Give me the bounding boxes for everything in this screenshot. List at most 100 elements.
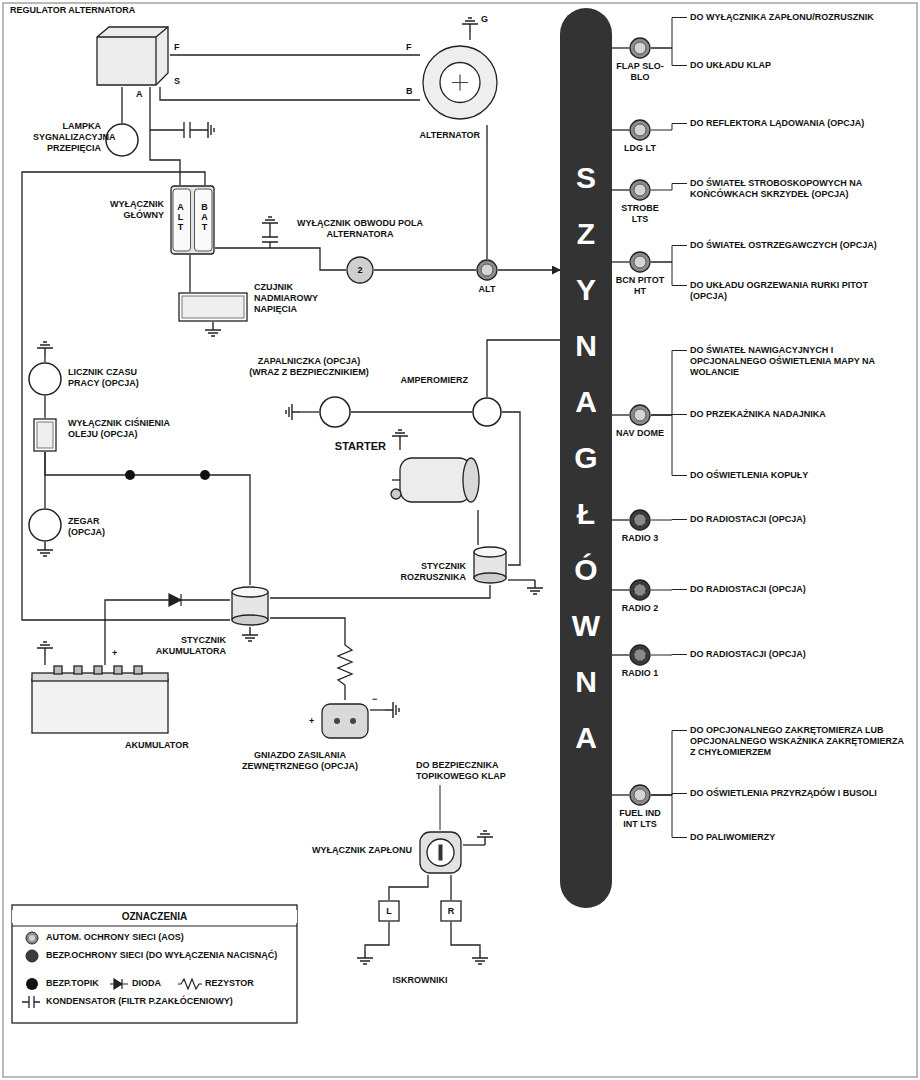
circuit-breaker: STROBE LTS xyxy=(629,179,651,201)
group-label: ISKROWNIKI xyxy=(370,975,470,986)
master-switch: WYŁĄCZNIK GŁÓWNYALTBAT xyxy=(170,185,215,255)
legend-capacitor-symbol xyxy=(22,996,40,1008)
inner-label: 2 xyxy=(357,265,362,276)
ground-symbol xyxy=(472,950,488,964)
circuit-breaker: ALT xyxy=(476,259,498,281)
legend-text: BEZP.TOPIK xyxy=(46,978,106,989)
ground-symbol xyxy=(392,430,408,444)
ammeter: AMPEROMIERZ xyxy=(472,397,502,427)
component-label: RADIO 3 xyxy=(612,533,668,544)
wire xyxy=(121,87,122,123)
terminal-letter: F xyxy=(174,42,184,53)
leader-line xyxy=(651,124,687,131)
component-label: GNIAZDO ZASILANIA ZEWNĘTRZNEGO (OPCJA) xyxy=(225,750,375,772)
legend-text: REZYSTOR xyxy=(205,978,285,989)
component-label: LDG LT xyxy=(612,143,668,154)
wire xyxy=(270,618,345,700)
legend-box xyxy=(12,905,297,1023)
destination-note: DO OŚWIETLENIA PRZYRZĄDÓW I BUSOLI xyxy=(690,788,905,799)
alternator: ALTERNATOR xyxy=(420,40,500,125)
ground-symbol xyxy=(462,18,478,32)
inner-label: BAT xyxy=(200,203,209,233)
circuit-breaker: RADIO 1 xyxy=(629,644,651,666)
aosD-symbol xyxy=(629,509,651,531)
circ-symbol xyxy=(319,396,351,428)
destination-note: DO RADIOSTACJI (OPCJA) xyxy=(690,584,905,595)
component-label: ALTERNATOR xyxy=(390,130,480,141)
component-label: AKUMULATOR xyxy=(125,740,205,751)
component-label: LICZNIK CZASU PRACY (OPCJA) xyxy=(68,367,163,389)
wire xyxy=(22,172,230,620)
legend-breaker-symbol xyxy=(26,932,38,944)
component-label: STARTER xyxy=(328,440,386,453)
destination-note: DO OŚWIETLENIA KOPUŁY xyxy=(690,470,905,481)
ground-symbol xyxy=(37,542,53,556)
leader-line xyxy=(651,351,687,416)
component-label: CZUJNIK NADMIAROWY NAPIĘCIA xyxy=(254,282,334,315)
wire xyxy=(612,654,629,655)
destination-note: DO REFLEKTORA LĄDOWANIA (OPCJA) xyxy=(690,118,905,129)
ground-wire xyxy=(44,356,45,362)
terminal-letter: S xyxy=(174,76,184,87)
ground-wire xyxy=(463,844,485,845)
rect-symbol xyxy=(33,418,57,452)
battery-contactor: STYCZNIK AKUMULATORA xyxy=(230,585,270,627)
component-label: FUEL IND INT LTS xyxy=(612,808,668,830)
wire xyxy=(486,125,487,259)
component-label: AMPEROMIERZ xyxy=(388,375,468,386)
circ-symbol xyxy=(472,397,502,427)
aos-symbol xyxy=(629,119,651,141)
page-frame xyxy=(3,3,917,1077)
wire xyxy=(389,875,428,900)
circuit-breaker: FUEL IND INT LTS xyxy=(629,784,651,806)
legend-breaker-symbol xyxy=(26,950,38,962)
wire xyxy=(160,87,420,100)
wire xyxy=(44,396,45,418)
main-bus: SZYNA GŁÓWNA xyxy=(560,8,612,908)
legend-breaker-symbol xyxy=(29,935,35,941)
regulator-box: REGULATOR ALTERNATORA xyxy=(95,25,170,87)
ground-symbol xyxy=(200,122,214,138)
rect-symbol xyxy=(178,292,248,322)
component-label: FLAP SLO-BLO xyxy=(612,61,668,83)
ground-symbol xyxy=(37,342,53,356)
leader-line xyxy=(651,184,687,191)
wire xyxy=(351,411,472,412)
leader-line xyxy=(651,654,687,656)
ignition-switch: WYŁĄCZNIK ZAPŁONU xyxy=(418,830,463,875)
diode-symbol xyxy=(169,594,181,606)
ground-wire xyxy=(469,32,470,40)
fuse-symbol xyxy=(125,470,135,480)
destination-note: DO RADIOSTACJI (OPCJA) xyxy=(690,514,905,525)
legend-diode-symbol xyxy=(110,979,128,989)
cyl-symbol xyxy=(230,585,270,627)
circuit-breaker: BCN PITOT HT xyxy=(629,251,651,273)
destination-note: DO BEZPIECZNIKA TOPIKOWEGO KLAP xyxy=(416,760,516,782)
component-label: LAMPKA SYGNALIZACYJNA PRZEPIĘCIA xyxy=(33,121,101,154)
wire xyxy=(612,129,629,130)
leader-line xyxy=(651,18,687,49)
circuit-breaker: RADIO 3 xyxy=(629,509,651,531)
hour-meter: LICZNIK CZASU PRACY (OPCJA) xyxy=(28,362,62,396)
component-label: WYŁĄCZNIK CIŚNIENIA OLEJU (OPCJA) xyxy=(68,418,173,440)
magneto: R xyxy=(440,900,462,922)
polarity-sign: + xyxy=(309,716,319,727)
component-label: BCN PITOT HT xyxy=(612,275,668,297)
aosD-symbol xyxy=(629,579,651,601)
component-label: ZAPALNICZKA (OPCJA) (WRAZ Z BEZPIECZNIKI… xyxy=(244,356,374,378)
wire xyxy=(612,794,629,795)
bus-title: SZYNA GŁÓWNA xyxy=(571,150,601,766)
cyl-symbol xyxy=(472,545,508,585)
leader-line xyxy=(651,246,687,263)
wire xyxy=(612,589,629,590)
aos-symbol xyxy=(476,259,498,281)
destination-note: DO OPCJONALNEGO ZAKRĘTOMIERZA LUB OPCJON… xyxy=(690,725,905,758)
ground-symbol xyxy=(262,217,278,231)
destination-note: DO ŚWIATEŁ OSTRZEGAWCZYCH (OPCJA) xyxy=(690,240,905,251)
circ-symbol xyxy=(105,123,139,157)
terminal-letter: F xyxy=(406,42,416,53)
capacitor-symbol xyxy=(150,122,200,138)
circuit-breaker: LDG LT xyxy=(629,119,651,141)
alt-symbol xyxy=(420,40,500,125)
